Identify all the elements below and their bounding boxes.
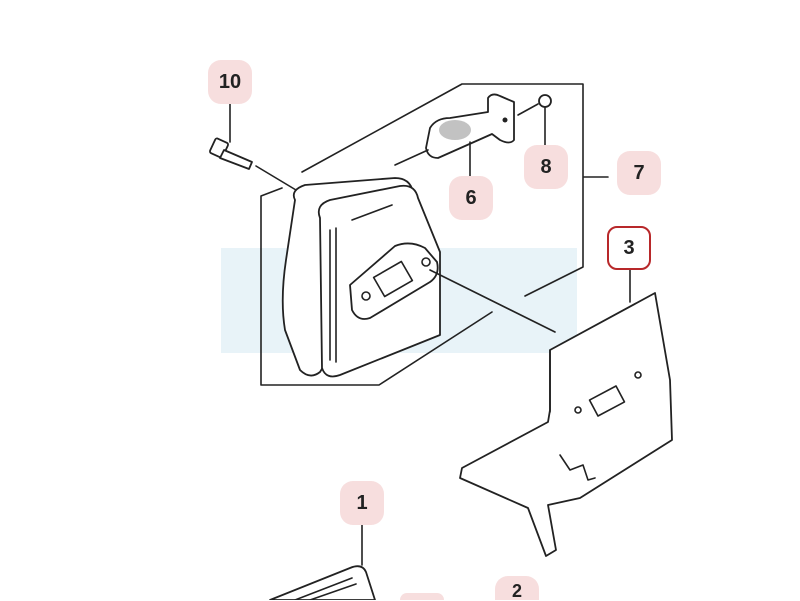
spark-arrester-part-6 [394,93,515,179]
callout-1[interactable]: 1 [340,481,384,525]
screw-part-10 [209,137,297,191]
callout-partial[interactable] [400,593,444,600]
callout-8[interactable]: 8 [524,145,568,189]
muffler-part [281,177,441,378]
part-1 [269,523,376,600]
nut-part-8 [517,94,552,149]
assembly-bracket-7 [260,83,609,386]
callout-3-selected[interactable]: 3 [607,226,651,270]
callout-7[interactable]: 7 [617,151,661,195]
callout-10[interactable]: 10 [208,60,252,104]
callout-2[interactable]: 2 [495,576,539,600]
heat-shield-part-3 [429,267,673,557]
callout-6[interactable]: 6 [449,176,493,220]
